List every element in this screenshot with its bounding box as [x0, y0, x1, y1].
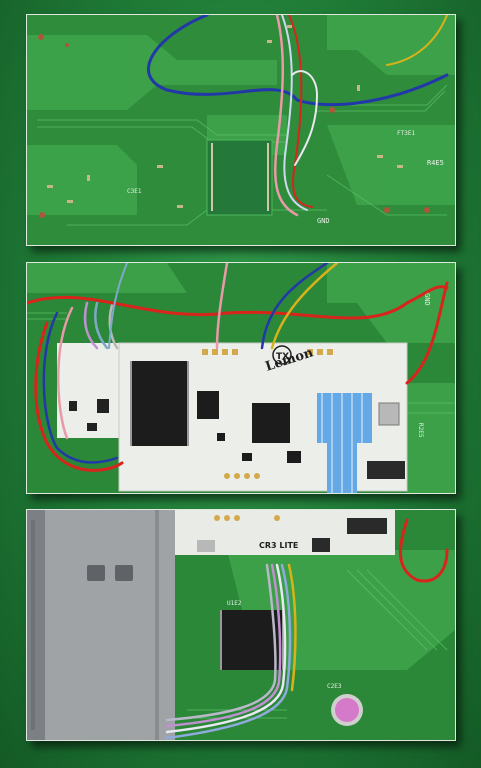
- silk-chip: U1E2: [227, 600, 242, 607]
- large-chip: [132, 361, 187, 446]
- silk-gnd-2: GND: [423, 293, 431, 306]
- metal-shield: [27, 510, 175, 740]
- tx-badge: [272, 345, 292, 365]
- cr3-brand: CR3 LITE: [259, 541, 298, 550]
- silk-r1: R4E5: [427, 159, 444, 167]
- silk-gnd: GND: [317, 217, 330, 225]
- silk-r2: C3E1: [127, 188, 142, 195]
- silk-cap: C2E3: [327, 683, 342, 690]
- tx-mark: TX: [276, 352, 289, 362]
- pcb-photo-top: GND R4E5 C3E1 FT3E1: [27, 15, 455, 245]
- photo-panel-top: GND R4E5 C3E1 FT3E1: [26, 14, 456, 246]
- nand-chip: [222, 610, 282, 670]
- cpld-chip: [252, 403, 290, 443]
- side-board: [57, 343, 119, 438]
- photo-panel-middle: GND R2E5 Lemon TX: [26, 262, 456, 494]
- pcb-photo-middle: GND R2E5 Lemon TX: [27, 263, 455, 493]
- silk-r3: FT3E1: [397, 130, 415, 137]
- silk-r4: R2E5: [417, 423, 424, 438]
- pcb-photo-bottom: U1E2 C2E3 CR3 LITE: [27, 510, 455, 740]
- photo-panel-bottom: U1E2 C2E3 CR3 LITE: [26, 509, 456, 741]
